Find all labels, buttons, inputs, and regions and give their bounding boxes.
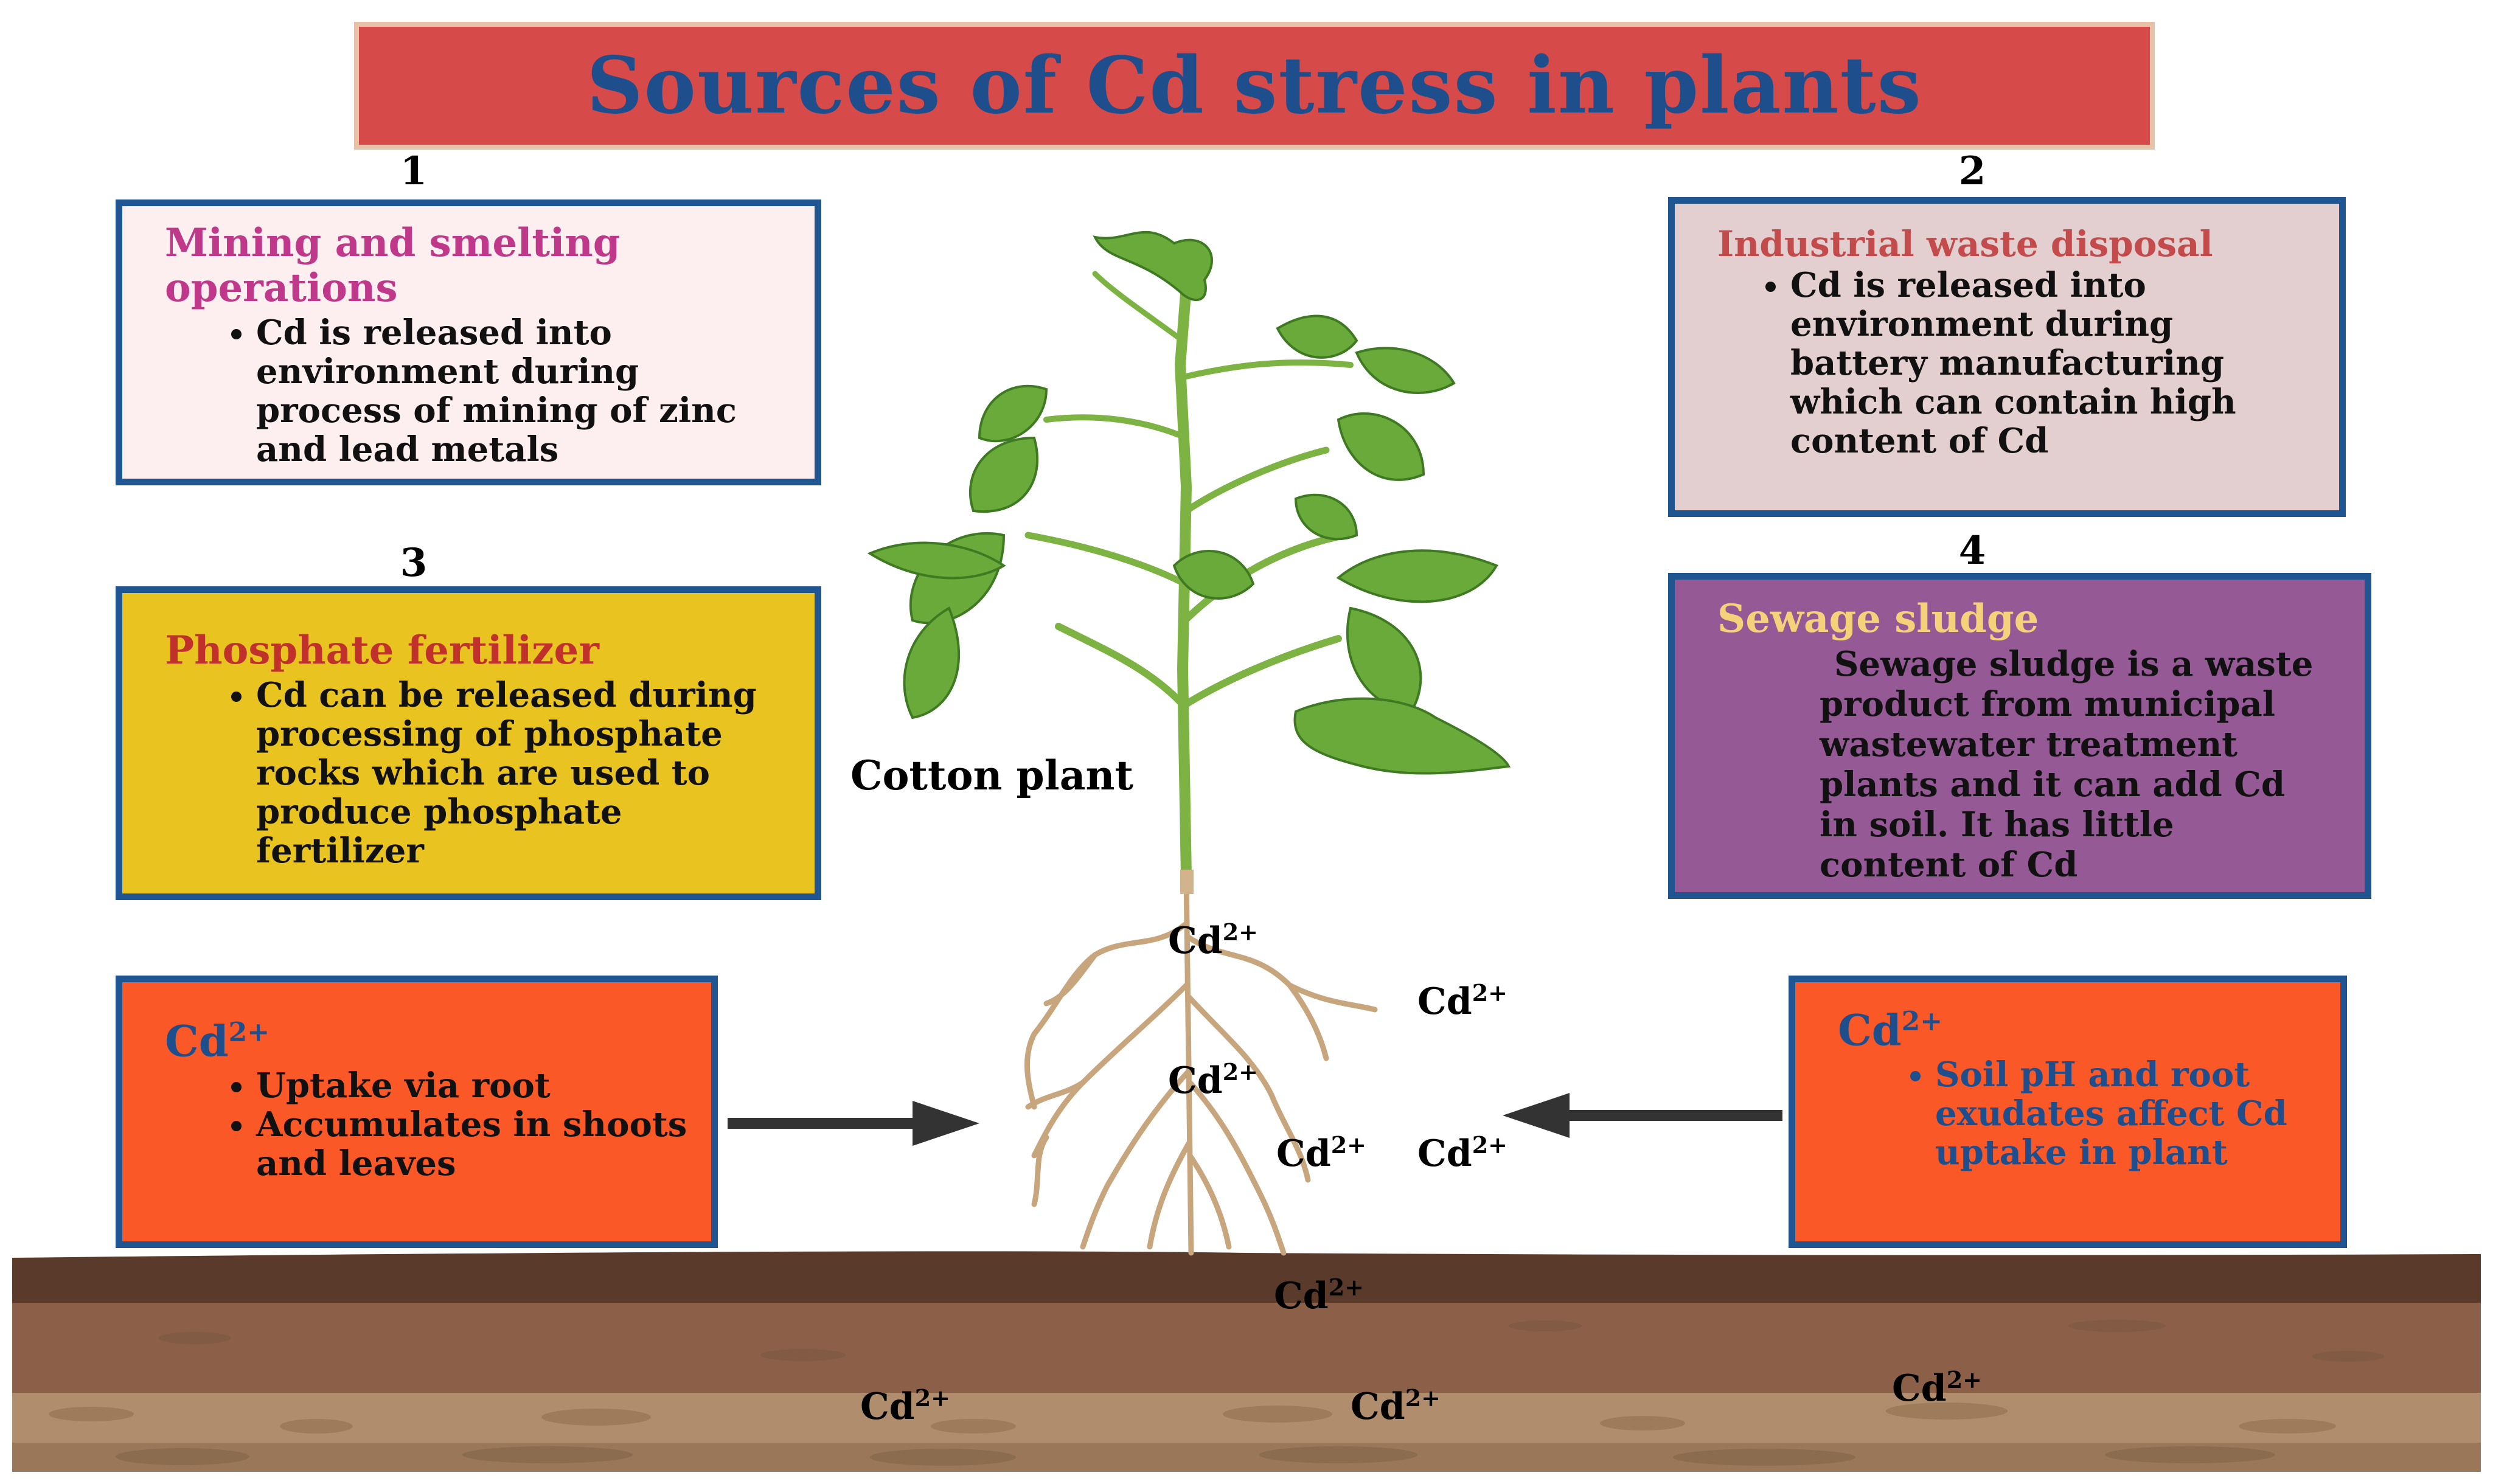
mining-bullets: Cd is released into environment during p… [165,313,793,469]
industrial-bullet: Cd is released into environment during b… [1790,266,2317,460]
cd-ion-label: Cd2+ [1351,1384,1441,1428]
title-banner: Sources of Cd stress in plants [354,22,2155,150]
number-4: 4 [1958,528,1986,574]
plant-label: Cotton plant [850,752,1133,799]
uptake-heading: Cd2+ [165,1016,270,1067]
cd-ion-label: Cd2+ [1168,1058,1258,1102]
soil-ph-bullet: Soil pH and root exudates affect Cd upta… [1935,1055,2318,1172]
mining-heading: Mining and smelting operations [165,220,621,311]
cd-ion-label: Cd2+ [1274,1274,1364,1317]
page-title: Sources of Cd stress in plants [586,40,1922,131]
sewage-box: Sewage sludge Sewage sludge is a waste p… [1668,573,2371,899]
uptake-bullets: Uptake via root Accumulates in shoots an… [165,1066,689,1183]
soil-ph-box: Cd2+ Soil pH and root exudates affect Cd… [1789,976,2347,1248]
industrial-box: Industrial waste disposal Cd is released… [1668,197,2346,517]
cd-ion-label: Cd2+ [1276,1131,1366,1175]
phosphate-box: Phosphate fertilizer Cd can be released … [116,586,821,900]
plant-roots [1024,873,1378,1256]
soil-ph-bullets: Soil pH and root exudates affect Cd upta… [1838,1055,2318,1172]
number-3: 3 [400,540,428,586]
cd-ion-label: Cd2+ [1417,979,1507,1023]
sewage-text: Sewage sludge is a waste product from mu… [1820,644,2314,885]
number-1: 1 [400,148,428,194]
industrial-bullets: Cd is released into environment during b… [1717,266,2317,460]
plant-leaves [867,231,1511,775]
uptake-bullet: Uptake via root [256,1066,689,1105]
soil-layers [12,1251,2481,1472]
phosphate-bullet: Cd can be released during processing of … [256,676,793,870]
arrow-left [1503,1093,1782,1138]
phosphate-bullets: Cd can be released during processing of … [165,676,793,870]
sewage-heading: Sewage sludge [1717,596,2039,642]
mining-bullet: Cd is released into environment during p… [256,313,793,469]
plant-stem [1024,271,1354,881]
cd-ion-label: Cd2+ [1168,918,1258,962]
number-2: 2 [1958,148,1986,194]
arrow-right [728,1101,979,1146]
phosphate-heading: Phosphate fertilizer [165,628,599,673]
cd-ion-label: Cd2+ [860,1384,950,1428]
cd-ion-label: Cd2+ [1892,1366,1982,1410]
mining-box: Mining and smelting operations Cd is rel… [116,199,821,485]
industrial-heading: Industrial waste disposal [1717,223,2213,265]
uptake-box: Cd2+ Uptake via root Accumulates in shoo… [116,976,718,1248]
stem-root-transition [1180,870,1194,894]
cd-ion-label: Cd2+ [1417,1131,1507,1175]
uptake-bullet: Accumulates in shoots and leaves [256,1105,689,1183]
soil-ph-heading: Cd2+ [1838,1005,1943,1056]
